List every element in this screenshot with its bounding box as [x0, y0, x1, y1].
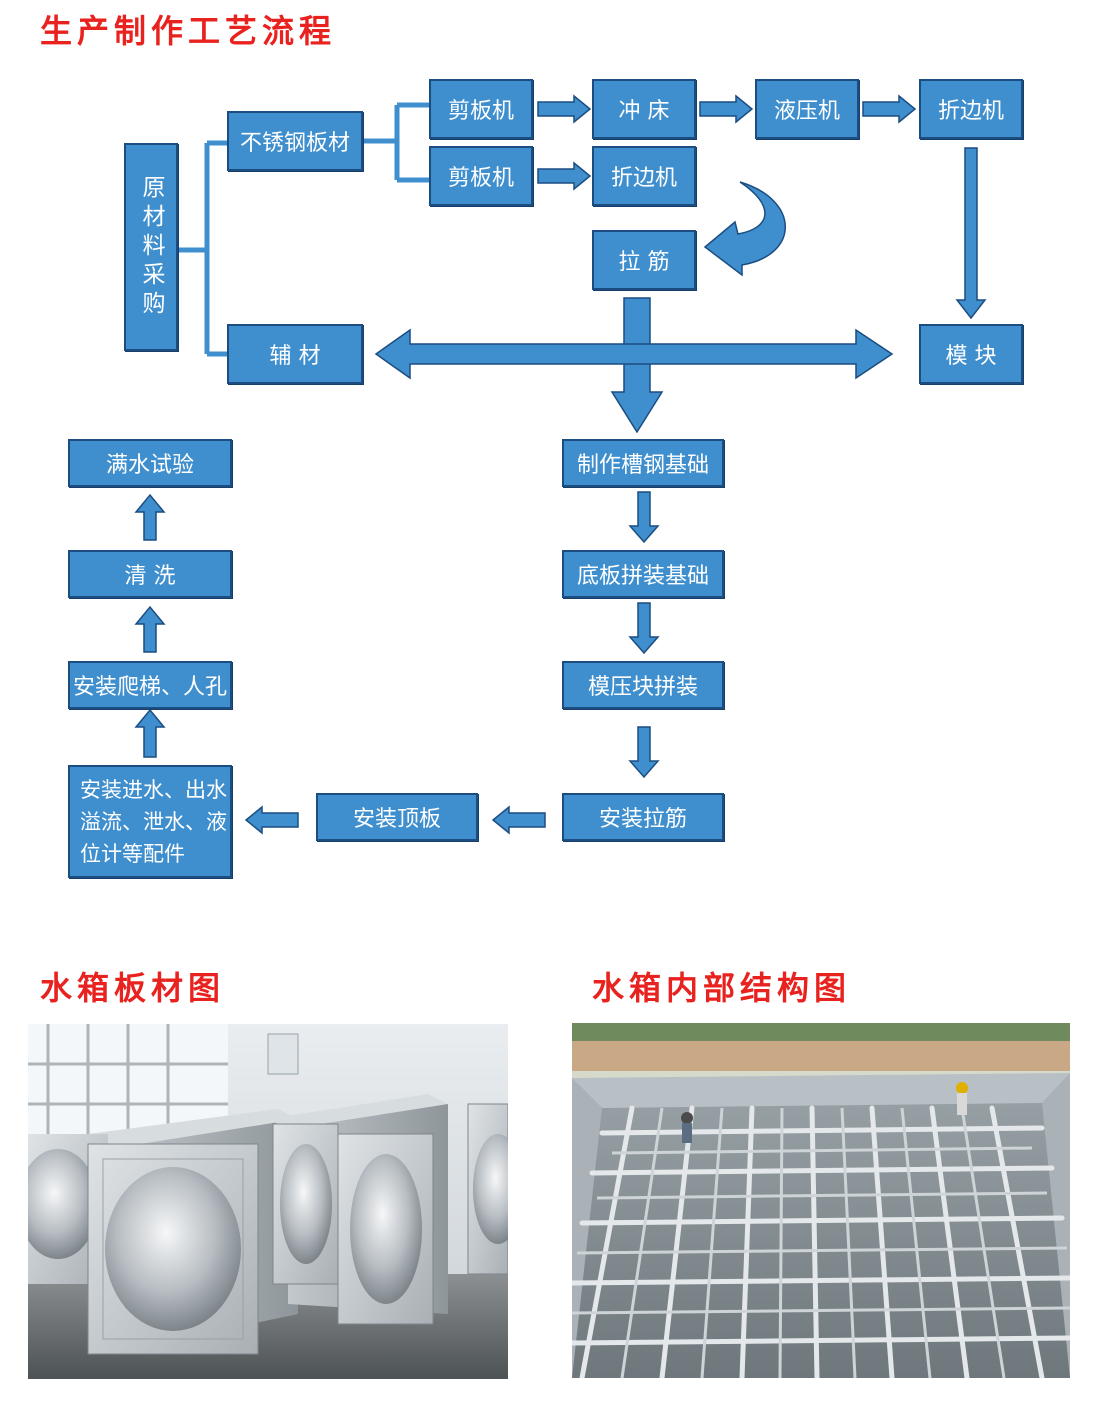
box-tie-rod: 拉 筋 [592, 230, 696, 290]
box-shear-2: 剪板机 [429, 146, 533, 206]
arrow-right-1 [537, 94, 592, 124]
arrow-up-3 [134, 493, 166, 541]
arrow-down-2 [628, 602, 660, 655]
box-channel-base: 制作槽钢基础 [562, 439, 724, 487]
box-shear-1: 剪板机 [429, 79, 533, 139]
arrow-right-2 [699, 94, 754, 124]
box-fold-2: 折边机 [592, 146, 696, 206]
panel-photo [28, 1024, 508, 1379]
flow-connectors [134, 94, 987, 835]
box-install-top: 安装顶板 [316, 793, 478, 841]
box-punch: 冲 床 [592, 79, 696, 139]
box-stainless-sheet: 不锈钢板材 [227, 111, 363, 171]
arrow-left-1 [491, 805, 546, 835]
box-auxiliary: 辅 材 [227, 324, 363, 384]
box-hydraulic: 液压机 [755, 79, 859, 139]
box-cleaning: 清 洗 [68, 550, 232, 598]
box-install-fittings: 安装进水、出水溢流、泄水、液位计等配件 [68, 765, 232, 878]
box-module: 模 块 [919, 324, 1023, 384]
panel-photo-title: 水箱板材图 [40, 969, 226, 1007]
arrow-left-2 [244, 805, 299, 835]
box-install-tie: 安装拉筋 [562, 793, 724, 841]
box-raw-material: 原材料采购 [124, 143, 178, 351]
arrow-right-3 [862, 94, 917, 124]
arrow-curved [703, 181, 786, 277]
arrow-right-4 [537, 161, 592, 191]
box-install-ladder: 安装爬梯、人孔 [68, 661, 232, 709]
arrow-down-big [610, 297, 664, 434]
box-water-test: 满水试验 [68, 439, 232, 487]
arrow-up-1 [134, 708, 166, 758]
arrow-double [374, 328, 894, 380]
bracket-stainless-sheet [363, 102, 429, 183]
box-bottom-base: 底板拼装基础 [562, 550, 724, 598]
arrow-up-2 [134, 605, 166, 653]
process-title: 生产制作工艺流程 [40, 12, 337, 50]
arrow-down-1 [628, 491, 660, 544]
box-panel-assembly: 模压块拼装 [562, 661, 724, 709]
arrow-down-module [955, 147, 987, 320]
box-fold-1: 折边机 [919, 79, 1023, 139]
arrow-down-3 [628, 726, 660, 779]
structure-photo [572, 1023, 1070, 1378]
bracket-raw-material [178, 140, 227, 357]
structure-photo-title: 水箱内部结构图 [592, 969, 852, 1007]
